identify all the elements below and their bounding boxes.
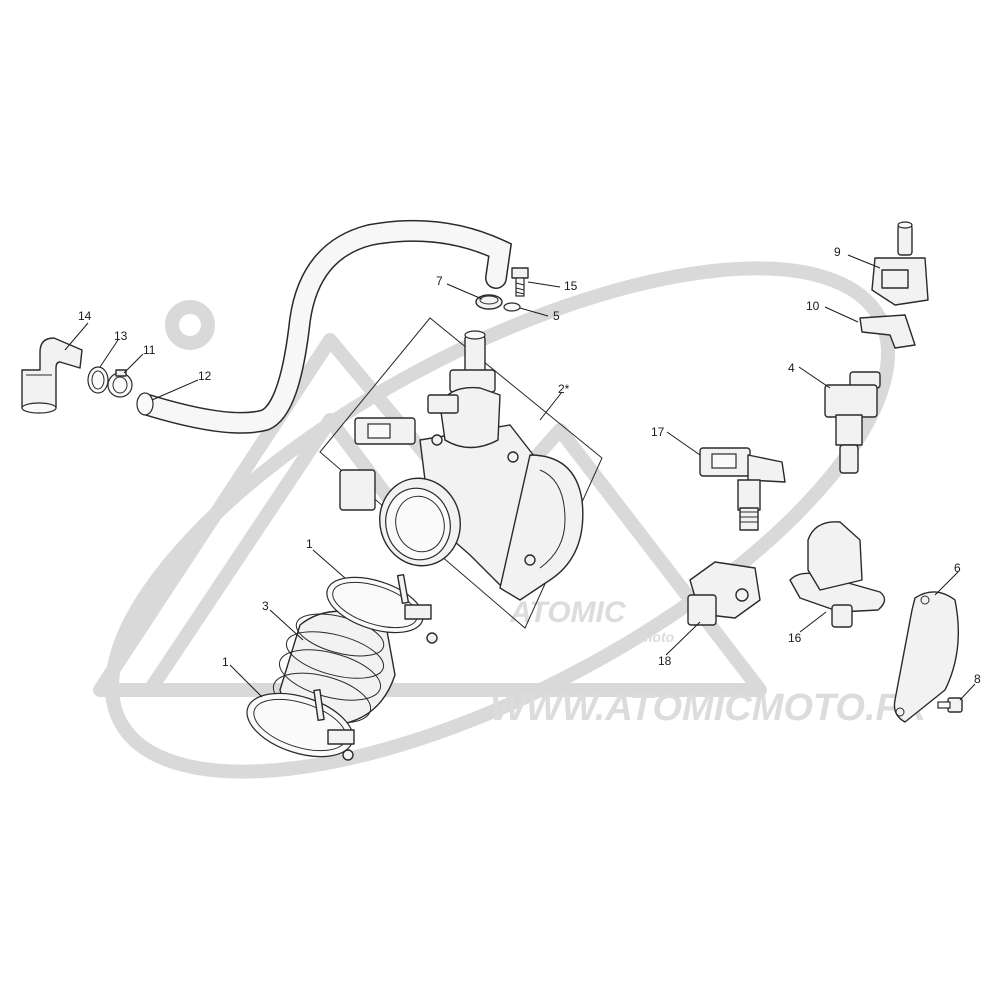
callout-16: 16 [788,631,802,645]
callout-13: 13 [114,329,128,343]
callout-17: 17 [651,425,665,439]
callout-5: 5 [553,309,560,323]
part-12-hose [136,219,513,434]
callout-14: 14 [78,309,92,323]
callout-10: 10 [806,299,820,313]
part-7-clamp [475,294,503,310]
part-15-screw [511,267,529,297]
watermark-logo: ATOMIC [509,596,627,629]
part-11-hose-clamp [107,369,133,398]
callout-1-upper: 1 [306,537,313,551]
part-4-fuel-injector [824,371,881,474]
callout-8: 8 [974,672,981,686]
part-13-o-ring [87,366,109,394]
part-2-throttle-body-assembly [319,317,603,629]
callout-15: 15 [564,279,578,293]
callout-7: 7 [436,274,443,288]
callout-4: 4 [788,361,795,375]
part-5-washer [503,302,521,312]
callout-9: 9 [834,245,841,259]
part-1-upper-clamp [326,573,438,644]
part-6-side-cover [893,591,959,723]
callout-1-lower: 1 [222,655,229,669]
part-1-lower-clamp [246,689,355,761]
callout-11: 11 [143,343,156,357]
part-14-elbow-connector [21,337,83,414]
callout-labels: 14 13 11 12 7 15 5 2* 1 3 1 9 10 4 17 18… [78,245,981,686]
leader-lines [64,254,976,701]
callout-3: 3 [262,599,269,613]
part-18-throttle-sensor [687,561,761,626]
part-9-pressure-sensor [871,221,929,306]
part-16-idle-actuator [789,521,886,628]
watermark-orbit-dot [165,300,215,350]
callout-2: 2* [558,382,570,396]
part-10-bracket [859,314,916,349]
part-8-screw [937,697,963,713]
callout-6: 6 [954,561,961,575]
callout-12: 12 [198,369,212,383]
callout-18: 18 [658,654,672,668]
watermark-logo-sub: moto [640,629,675,645]
watermark-url: WWW.ATOMICMOTO.FR [490,687,927,729]
part-17-map-sensor [699,447,786,531]
